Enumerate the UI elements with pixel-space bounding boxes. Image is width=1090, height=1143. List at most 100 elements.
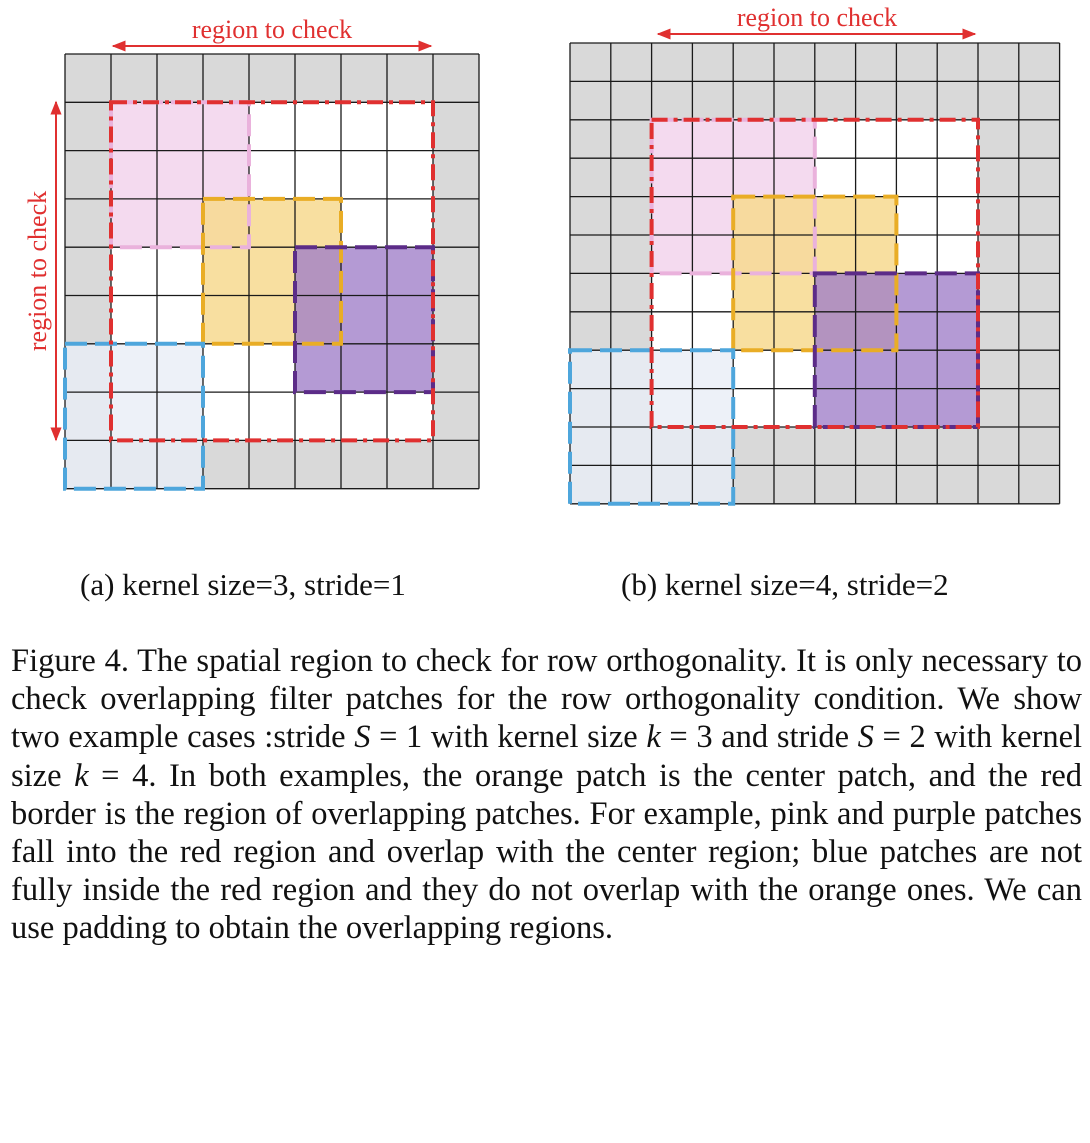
- grid-cell: [249, 102, 295, 151]
- grid-cell: [937, 119, 978, 159]
- grid-cell: [978, 158, 1019, 197]
- caption-eq-1: = 1 with kernel size: [370, 719, 647, 756]
- grid-cell: [249, 150, 295, 199]
- grid-cell: [692, 81, 734, 120]
- grid-cell: [433, 54, 479, 103]
- figure-4: region to check region to check region t…: [23, 3, 1061, 506]
- grid-cell: [814, 465, 856, 504]
- grid-cell: [733, 81, 774, 120]
- grid-cell: [203, 343, 249, 393]
- grid-cell: [733, 350, 774, 389]
- grid-cell: [855, 465, 897, 504]
- grid-cell: [249, 440, 295, 489]
- grid-cell: [1018, 388, 1060, 427]
- grid-cell: [855, 119, 897, 159]
- grid-cell: [978, 43, 1019, 82]
- grid-cell: [157, 295, 203, 344]
- panel-a-grid: [63, 53, 480, 491]
- grid-cell: [651, 81, 693, 120]
- grid-cell: [896, 235, 938, 274]
- grid-cell: [978, 119, 1019, 159]
- grid-cell: [1018, 235, 1060, 274]
- grid-cell: [157, 54, 203, 103]
- caption-var-s-2: S: [857, 719, 874, 756]
- grid-cell: [341, 54, 387, 103]
- grid-cell: [433, 198, 479, 248]
- grid-cell: [651, 43, 693, 82]
- purple-patch-fill: [295, 247, 433, 393]
- grid-cell: [774, 388, 815, 427]
- grid-cell: [610, 43, 652, 82]
- grid-cell: [896, 427, 938, 466]
- grid-cell: [937, 235, 978, 274]
- grid-cell: [937, 43, 978, 82]
- grid-cell: [651, 311, 693, 351]
- grid-cell: [111, 295, 157, 344]
- grid-cell: [1018, 158, 1060, 197]
- grid-cell: [610, 81, 652, 120]
- grid-cell: [610, 158, 652, 197]
- panel-a-top-label: region to check: [192, 15, 352, 44]
- grid-cell: [978, 465, 1019, 504]
- grid-cell: [610, 235, 652, 274]
- grid-cell: [1018, 311, 1060, 351]
- grid-cell: [433, 392, 479, 441]
- grid-cell: [610, 196, 652, 235]
- blue-patch-fill: [65, 343, 203, 489]
- grid-cell: [249, 343, 295, 393]
- grid-cell: [570, 273, 611, 312]
- grid-cell: [774, 465, 815, 504]
- grid-cell: [855, 158, 897, 197]
- grid-cell: [937, 81, 978, 120]
- grid-cell: [855, 43, 897, 82]
- grid-cell: [774, 81, 815, 120]
- grid-cell: [896, 158, 938, 197]
- grid-cell: [978, 273, 1019, 312]
- grid-cell: [937, 158, 978, 197]
- purple-patch-border: [293, 245, 435, 395]
- grid-cell: [814, 81, 856, 120]
- grid-cell: [341, 198, 387, 248]
- caption-eq-3: = 2 with kernel size: [11, 719, 1083, 794]
- grid-cell: [387, 150, 433, 199]
- grid-cell: [157, 247, 203, 296]
- grid-cell: [692, 311, 734, 351]
- grid-cell: [433, 247, 479, 296]
- grid-cell: [978, 235, 1019, 274]
- blue-patch-border: [63, 341, 205, 491]
- caption-text-2: In both examples, the orange patch is th…: [11, 757, 1082, 947]
- grid-cell: [692, 273, 734, 312]
- grid-cell: [295, 102, 341, 151]
- grid-cell: [1018, 43, 1060, 82]
- grid-cell: [111, 54, 157, 103]
- grid-cell: [896, 81, 938, 120]
- grid-cell: [295, 440, 341, 489]
- grid-cell: [433, 440, 479, 489]
- figure-caption: Figure 4. The spatial region to check fo…: [11, 642, 1082, 948]
- grid-cell: [203, 392, 249, 441]
- grid-cell: [249, 392, 295, 441]
- grid-cell: [1018, 465, 1060, 504]
- grid-cell: [896, 43, 938, 82]
- grid-cell: [570, 119, 611, 159]
- grid-cell: [111, 247, 157, 296]
- grid-cell: [1018, 427, 1060, 466]
- grid-cell: [733, 465, 774, 504]
- grid-cell: [387, 198, 433, 248]
- grid-cell: [570, 235, 611, 274]
- panel-b-top-label: region to check: [737, 3, 897, 32]
- panel-a-left-label: region to check: [23, 191, 52, 351]
- grid-cell: [65, 150, 111, 199]
- region-border: [109, 100, 435, 443]
- caption-label: Figure 4.: [11, 643, 129, 679]
- grid-cell: [610, 273, 652, 312]
- grid-cell: [387, 54, 433, 103]
- grid-cell: [341, 102, 387, 151]
- grid-cell: [855, 427, 897, 466]
- grid-cell: [978, 427, 1019, 466]
- grid-cell: [1018, 196, 1060, 235]
- grid-cell: [570, 158, 611, 197]
- grid-cell: [651, 273, 693, 312]
- grid-cell: [855, 81, 897, 120]
- caption-var-k-2: k: [74, 757, 89, 794]
